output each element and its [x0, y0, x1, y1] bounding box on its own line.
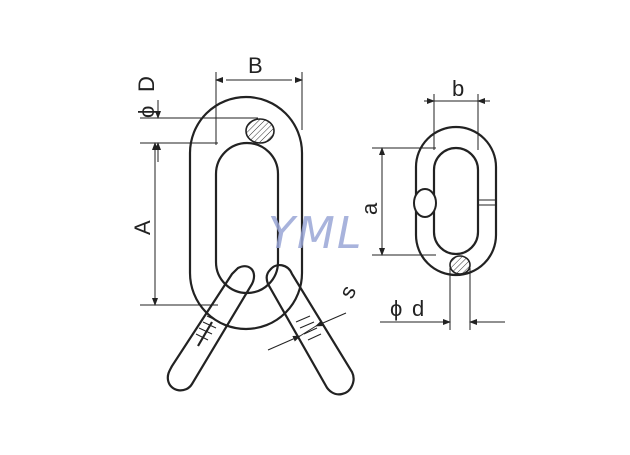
label-d: d [412, 296, 424, 321]
dimension-B: B [215, 53, 303, 145]
sub-link-right [265, 264, 355, 396]
dimension-D: ϕ D [134, 76, 258, 162]
label-D: D [134, 76, 159, 92]
master-link-section [245, 118, 275, 144]
label-d-symbol: ϕ [390, 296, 402, 321]
label-b: b [452, 76, 464, 101]
sub-link-left [166, 265, 256, 392]
label-a: a [357, 202, 382, 215]
dimension-a: a [357, 147, 436, 256]
label-s: s [334, 282, 361, 303]
watermark: YML [268, 208, 363, 259]
dimension-b: b [424, 76, 490, 150]
link-inner [432, 146, 480, 256]
dimension-d: ϕ d [380, 268, 505, 330]
link-split-mark [479, 199, 497, 206]
label-D-symbol: ϕ [134, 106, 159, 118]
master-link-outer [188, 95, 304, 331]
label-B: B [248, 53, 263, 78]
label-A: A [130, 220, 155, 235]
link-section [449, 255, 471, 275]
dimension-A: A [130, 142, 218, 306]
link-weld [413, 188, 437, 218]
